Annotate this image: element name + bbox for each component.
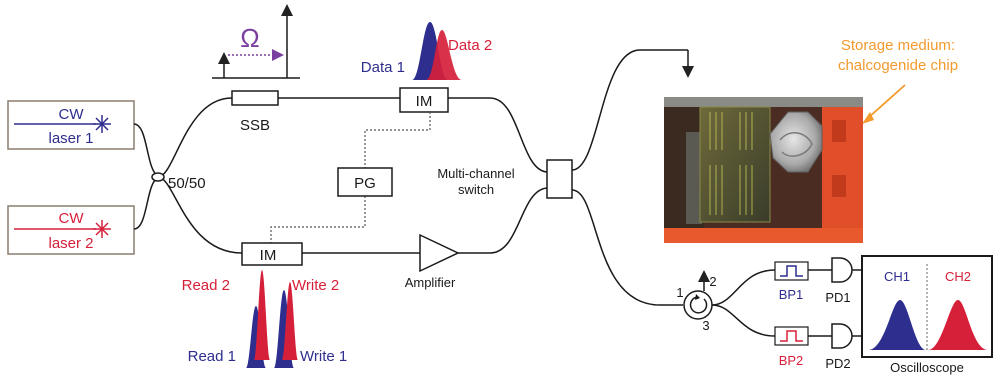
oscilloscope: CH1 CH2 Oscilloscope xyxy=(861,255,993,375)
write-1-label: Write 1 xyxy=(300,348,347,365)
pg-label: PG xyxy=(354,175,376,192)
im-top-box xyxy=(399,87,449,113)
read-2-label: Read 2 xyxy=(182,277,230,294)
pg-control-lines xyxy=(270,112,431,243)
storage-label-line1: Storage medium: xyxy=(841,37,955,54)
pd2-label: PD2 xyxy=(825,356,850,371)
data-2-label: Data 2 xyxy=(448,37,492,54)
data-1-label: Data 1 xyxy=(361,59,405,76)
bandpass-1: BP1 xyxy=(774,261,809,302)
fiber-paths xyxy=(133,49,862,337)
laser-1-line2: laser 1 xyxy=(48,130,93,147)
coupler-label: 50/50 xyxy=(168,175,206,192)
data-pulses: Data 1 Data 2 xyxy=(361,22,492,80)
port-3: 3 xyxy=(702,318,709,333)
amplifier-icon xyxy=(419,233,460,273)
read-1-label: Read 1 xyxy=(188,348,236,365)
read-write-pulses: Read 2 Write 2 Read 1 Write 1 xyxy=(182,270,347,368)
pd2-icon xyxy=(831,323,853,349)
pd1-label: PD1 xyxy=(825,290,850,305)
amplifier-label: Amplifier xyxy=(405,275,456,290)
frequency-shift-spectrum: Ω xyxy=(212,4,300,79)
bp1-label: BP1 xyxy=(779,287,804,302)
ssb-label: SSB xyxy=(240,117,270,134)
switch-label-line2: switch xyxy=(458,182,494,197)
laser-1-line1: CW xyxy=(59,106,85,123)
cw-laser-2: CW laser 2 xyxy=(7,205,135,255)
write-2-label: Write 2 xyxy=(292,277,339,294)
coupler-icon xyxy=(151,172,165,182)
laser-2-star-icon xyxy=(93,220,111,238)
bp2-label: BP2 xyxy=(779,353,804,368)
port-1: 1 xyxy=(676,285,683,300)
switch-box xyxy=(546,159,573,199)
chip-photo xyxy=(664,97,863,243)
ch1-label: CH1 xyxy=(884,269,910,284)
storage-label-line2: chalcogenide chip xyxy=(838,57,958,74)
omega-symbol: Ω xyxy=(240,23,259,53)
oscilloscope-label: Oscilloscope xyxy=(890,360,964,375)
pg-box xyxy=(337,167,393,197)
switch-label-line1: Multi-channel xyxy=(437,166,514,181)
bandpass-2: BP2 xyxy=(774,326,809,368)
port-2: 2 xyxy=(709,274,716,289)
laser-2-line1: CW xyxy=(59,210,85,227)
ch2-label: CH2 xyxy=(945,269,971,284)
ssb-box xyxy=(231,90,279,106)
laser-2-line2: laser 2 xyxy=(48,235,93,252)
cw-laser-1: CW laser 1 xyxy=(7,100,135,150)
circulator: 1 2 3 xyxy=(676,270,717,333)
pd1-icon xyxy=(831,257,853,283)
im-bottom-box xyxy=(241,242,303,266)
laser-1-star-icon xyxy=(93,115,111,133)
storage-arrow-icon xyxy=(867,84,906,119)
im-bottom-label: IM xyxy=(260,247,277,264)
im-top-label: IM xyxy=(416,93,433,110)
